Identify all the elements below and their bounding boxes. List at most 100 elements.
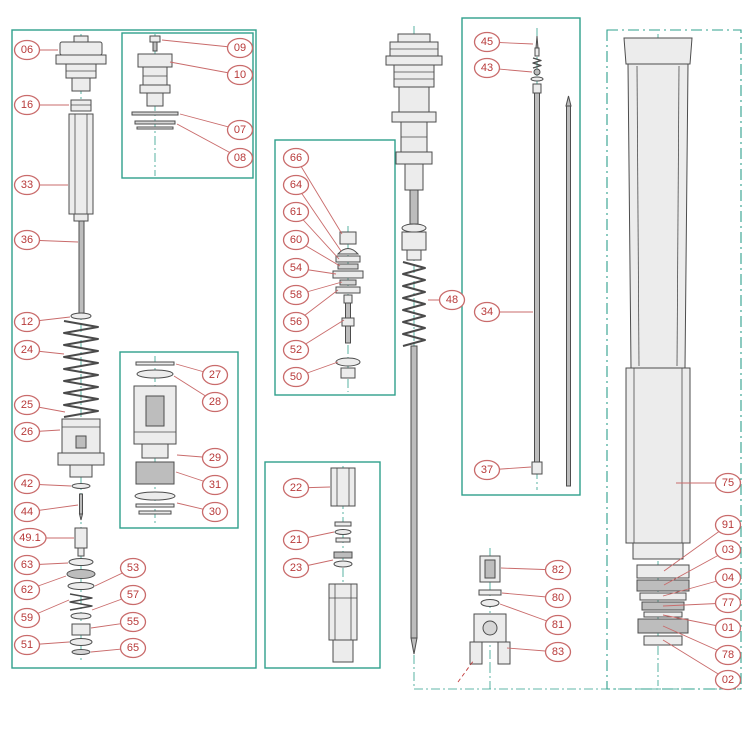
callout-oval <box>226 37 254 59</box>
callout-number: 52 <box>290 344 302 356</box>
callout-oval <box>544 587 572 609</box>
callout-number: 65 <box>127 642 139 654</box>
washer-80-drawing <box>478 589 502 596</box>
callout-03[interactable]: 03 <box>663 539 742 586</box>
clip-01-drawing <box>643 611 683 618</box>
adjuster-body-drawing <box>328 583 358 663</box>
callout-75[interactable]: 75 <box>676 472 742 494</box>
callout-08[interactable]: 08 <box>176 123 254 169</box>
callout-04[interactable]: 04 <box>662 567 742 597</box>
callout-25[interactable]: 25 <box>13 394 66 416</box>
washers-30-drawing <box>134 491 176 515</box>
callout-27[interactable]: 27 <box>175 363 229 386</box>
callout-45[interactable]: 45 <box>473 31 534 53</box>
callout-33[interactable]: 33 <box>13 174 69 196</box>
callout-oval <box>226 147 254 169</box>
callout-56[interactable]: 56 <box>282 289 339 333</box>
callout-10[interactable]: 10 <box>169 61 254 86</box>
callout-09[interactable]: 09 <box>161 37 254 59</box>
callout-02[interactable]: 02 <box>662 639 742 691</box>
callout-number: 26 <box>21 426 33 438</box>
callout-36[interactable]: 36 <box>13 229 79 251</box>
callout-29[interactable]: 29 <box>176 447 229 469</box>
callout-83[interactable]: 83 <box>506 641 572 663</box>
callout-26[interactable]: 26 <box>13 421 61 443</box>
leader-line <box>295 184 342 252</box>
callout-66[interactable]: 66 <box>282 147 343 235</box>
callout-43[interactable]: 43 <box>473 57 533 79</box>
callout-61[interactable]: 61 <box>282 201 340 260</box>
callout-oval <box>13 579 41 601</box>
callout-37[interactable]: 37 <box>473 459 532 481</box>
callout-12[interactable]: 12 <box>13 311 71 333</box>
washer-04-drawing <box>639 592 687 601</box>
callout-oval <box>714 567 742 589</box>
callout-31[interactable]: 31 <box>175 471 229 496</box>
callout-number: 29 <box>209 452 221 464</box>
nut-66-drawing <box>339 231 357 245</box>
callout-oval <box>282 339 310 361</box>
callout-number: 30 <box>209 506 221 518</box>
callout-06[interactable]: 06 <box>13 39 59 61</box>
callout-50[interactable]: 50 <box>282 361 339 388</box>
callout-oval <box>282 284 310 306</box>
callout-30[interactable]: 30 <box>176 501 229 523</box>
callout-number: 43 <box>481 62 493 74</box>
rebound-adjuster-drawing <box>328 466 358 664</box>
guide-82-drawing <box>479 555 501 583</box>
hydraulic-stop-drawing <box>57 418 105 478</box>
callout-53[interactable]: 53 <box>94 557 147 587</box>
callout-59[interactable]: 59 <box>13 599 70 629</box>
callout-65[interactable]: 65 <box>90 637 147 659</box>
callout-number: 61 <box>290 206 302 218</box>
callout-number: 56 <box>290 316 302 328</box>
callout-number: 33 <box>21 179 33 191</box>
thin-ring-drawing <box>136 126 174 130</box>
callout-78[interactable]: 78 <box>662 625 742 666</box>
callout-23[interactable]: 23 <box>282 557 334 579</box>
callout-01[interactable]: 01 <box>662 614 742 639</box>
shim-60-drawing <box>337 263 359 270</box>
callout-60[interactable]: 60 <box>282 229 341 267</box>
leader-line <box>662 639 729 681</box>
callout-22[interactable]: 22 <box>282 477 331 499</box>
callout-44[interactable]: 44 <box>13 501 79 523</box>
callout-number: 23 <box>290 562 302 574</box>
callout-number: 55 <box>127 616 139 628</box>
screw-09-drawing <box>149 35 161 52</box>
callout-42[interactable]: 42 <box>13 473 72 495</box>
callout-49.1[interactable]: 49.1 <box>13 527 74 549</box>
callout-57[interactable]: 57 <box>91 584 147 611</box>
locknut-drawing <box>70 99 92 112</box>
callout-16[interactable]: 16 <box>13 94 70 116</box>
callout-82[interactable]: 82 <box>500 559 572 581</box>
callout-number: 12 <box>21 316 33 328</box>
callout-52[interactable]: 52 <box>282 319 345 361</box>
callout-55[interactable]: 55 <box>90 611 147 633</box>
callout-28[interactable]: 28 <box>173 375 229 413</box>
washer-42-drawing <box>71 483 91 489</box>
callout-58[interactable]: 58 <box>282 281 343 306</box>
callout-number: 34 <box>481 306 493 318</box>
callout-77[interactable]: 77 <box>662 592 742 614</box>
callout-64[interactable]: 64 <box>282 174 342 252</box>
callout-oval <box>201 447 229 469</box>
callout-34[interactable]: 34 <box>473 301 534 323</box>
cap-detail-drawing <box>131 34 179 176</box>
callout-48[interactable]: 48 <box>428 289 466 311</box>
callout-81[interactable]: 81 <box>499 603 572 636</box>
callout-oval <box>473 57 501 79</box>
callout-62[interactable]: 62 <box>13 575 67 601</box>
callout-number: 78 <box>722 649 734 661</box>
callout-63[interactable]: 63 <box>13 554 69 576</box>
callout-91[interactable]: 91 <box>663 514 742 572</box>
callout-number: 48 <box>446 294 458 306</box>
callout-07[interactable]: 07 <box>179 113 254 141</box>
callout-24[interactable]: 24 <box>13 339 65 361</box>
callout-51[interactable]: 51 <box>13 634 70 656</box>
callout-21[interactable]: 21 <box>282 529 335 551</box>
shim-stack-box <box>274 139 396 396</box>
callout-oval <box>282 174 310 196</box>
callout-54[interactable]: 54 <box>282 257 337 279</box>
callout-80[interactable]: 80 <box>501 587 572 609</box>
